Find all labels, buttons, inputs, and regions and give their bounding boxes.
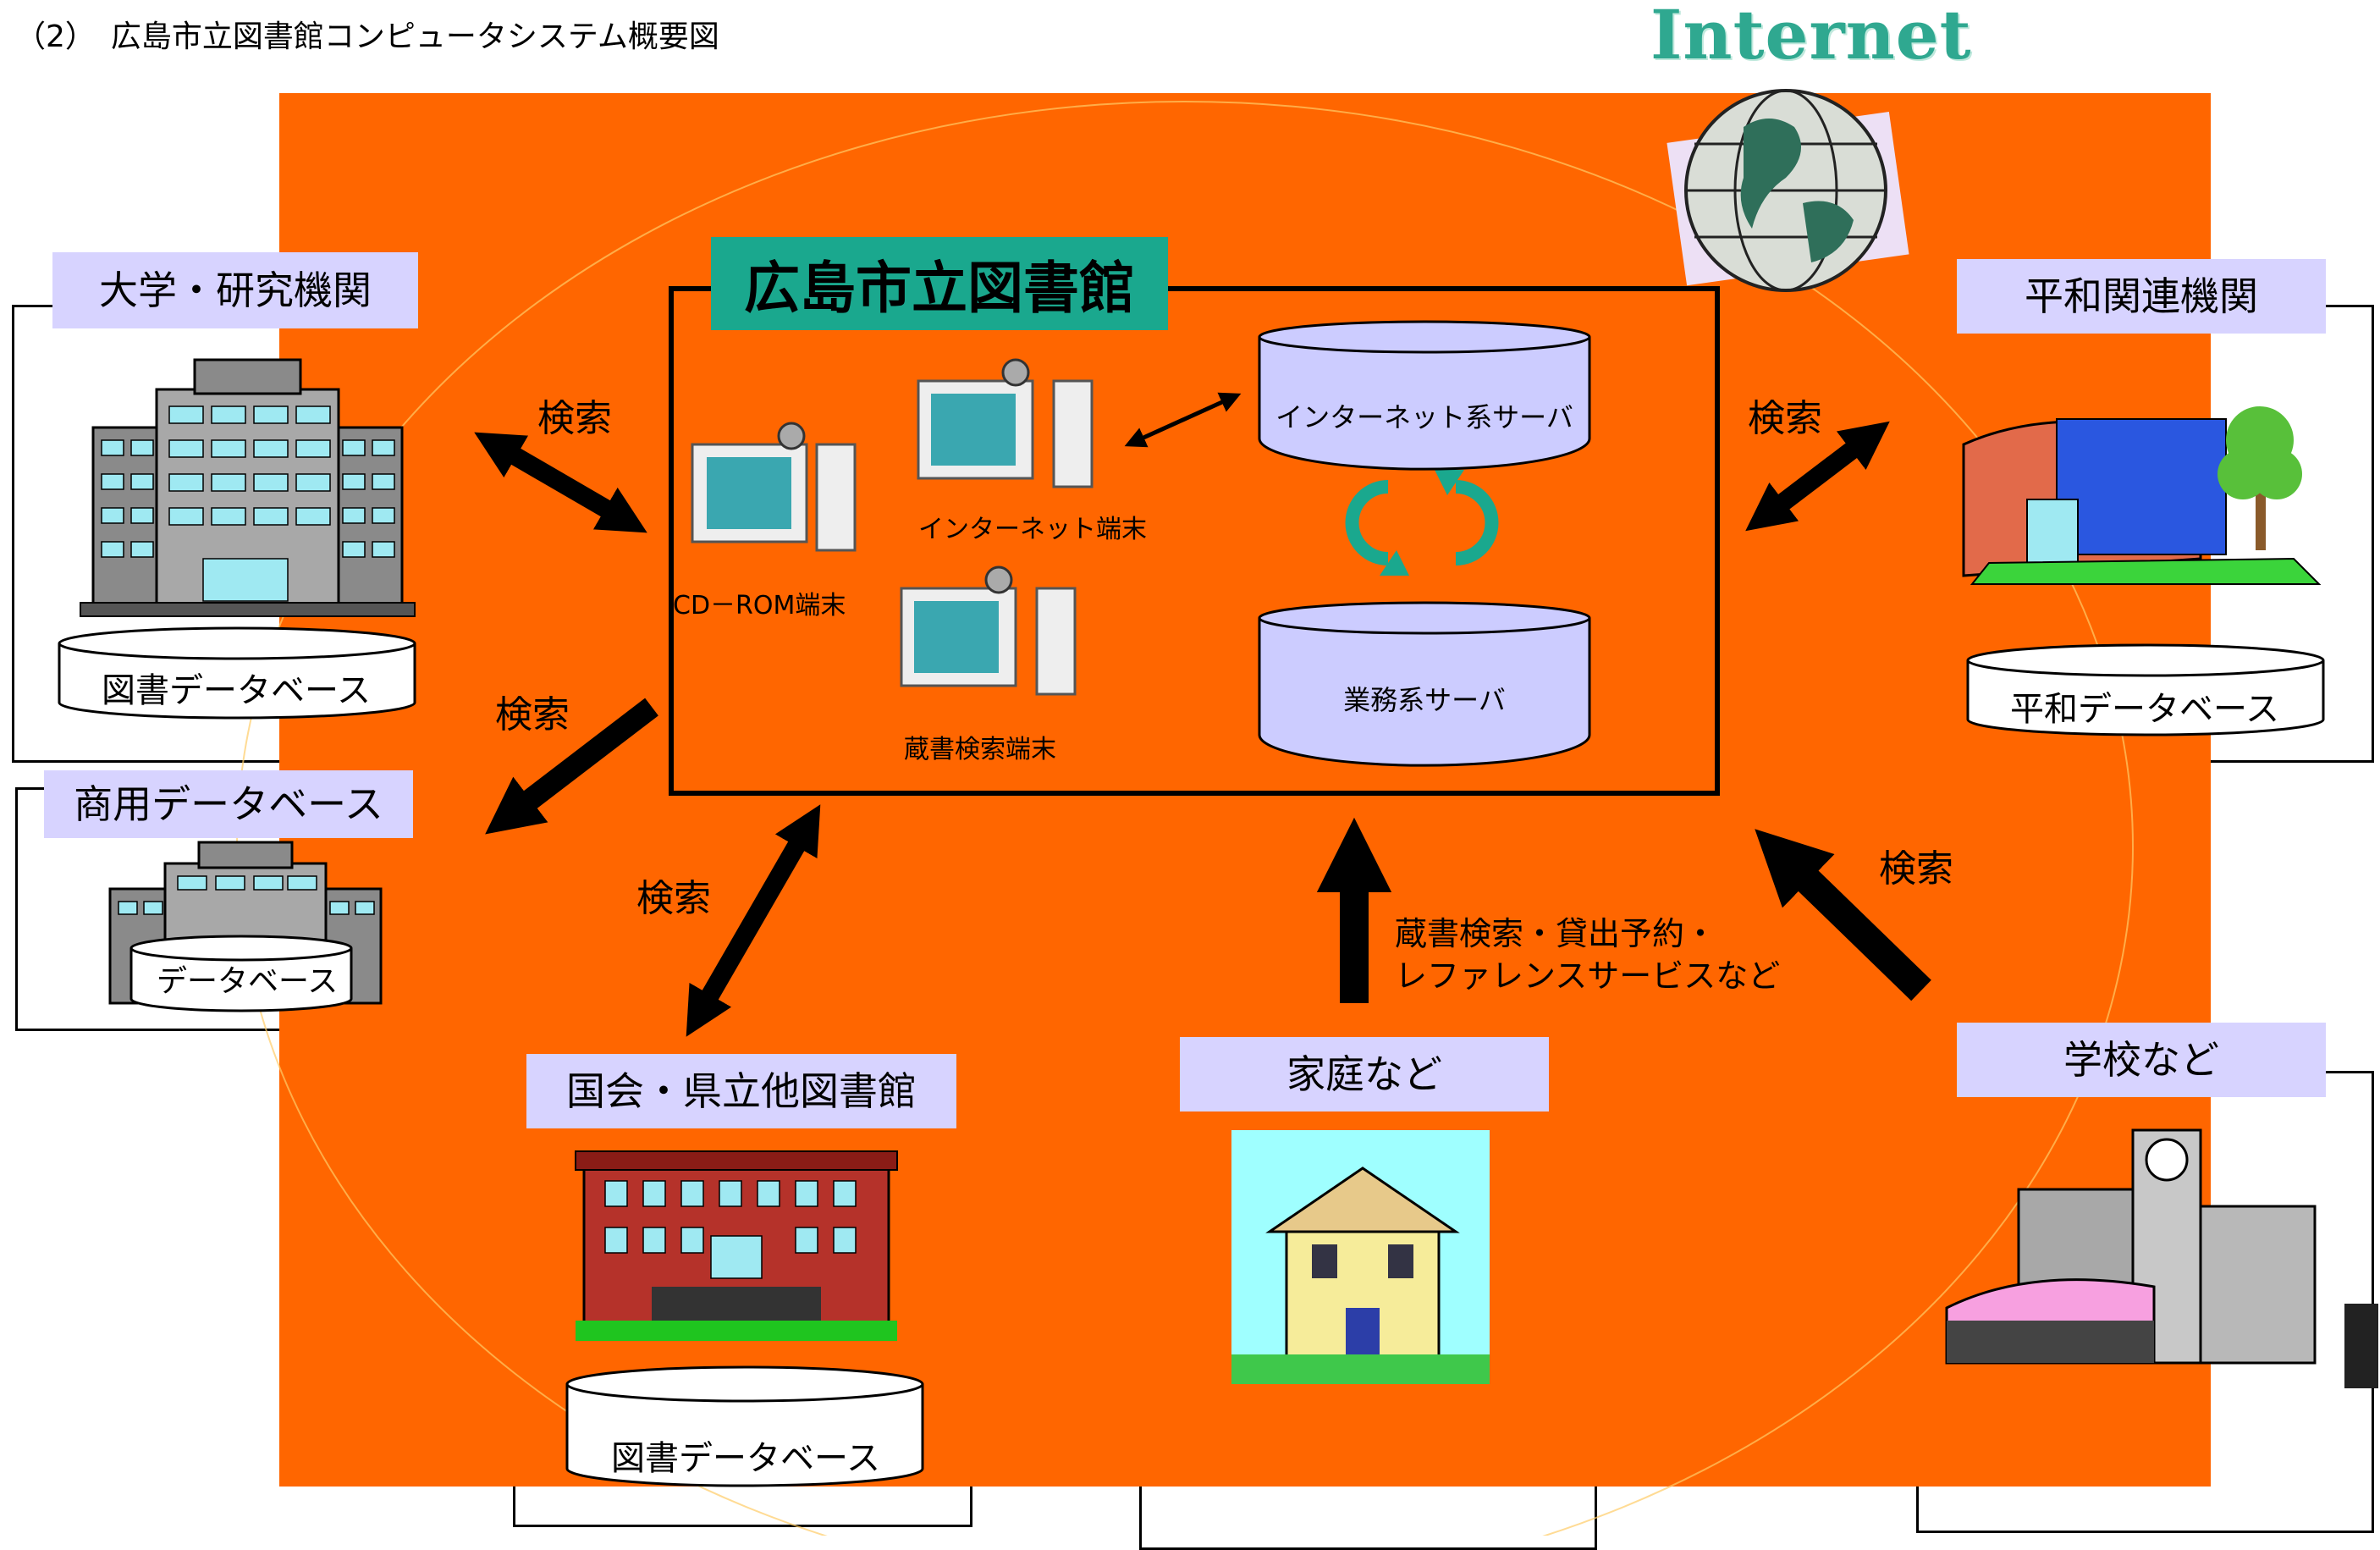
arrow-terminal-server [1124, 392, 1242, 448]
sync-icon [1345, 470, 1499, 576]
search-label-national: 検索 [636, 877, 711, 920]
house-icon [1231, 1130, 1490, 1384]
school-icon [1945, 1128, 2378, 1388]
national-title: 国会・県立他図書館 [526, 1054, 956, 1128]
library-box [669, 286, 1720, 796]
commercial-title: 商用データベース [44, 770, 413, 838]
arrow-national [686, 804, 821, 1037]
cdrom-terminal-icon [691, 422, 857, 552]
arrow-school [1755, 829, 1931, 1001]
national-db-label: 図書データベース [611, 1439, 880, 1478]
university-db-cylinder [58, 626, 416, 720]
internet-server-label: インターネット系サーバ [1275, 401, 1573, 433]
commercial-db-label: データベース [157, 964, 339, 999]
page-title: （2） 広島市立図書館コンピュータシステム概要図 [15, 19, 719, 54]
internet-server-cylinder [1258, 320, 1591, 471]
business-server-cylinder [1258, 601, 1591, 767]
internet-terminal-label: インターネット端末 [918, 515, 1147, 544]
home-services-line1: 蔵書検索・貸出予約・ [1395, 915, 1717, 952]
commercial-windows [118, 875, 375, 915]
national-windows [604, 1180, 857, 1279]
commercial-db-cylinder [129, 935, 353, 1012]
home-title: 家庭など [1180, 1037, 1549, 1111]
library-title: 広島市立図書館 [711, 237, 1168, 330]
search-label-peace: 検索 [1748, 397, 1822, 440]
arrow-university [474, 432, 647, 533]
peace-db-label: 平和データベース [2010, 690, 2279, 729]
business-server-label: 業務系サーバ [1343, 684, 1506, 716]
search-label-school: 検索 [1879, 847, 1953, 891]
university-db-label: 図書データベース [102, 671, 371, 710]
school-title: 学校など [1957, 1023, 2326, 1097]
opac-terminal-label: 蔵書検索端末 [904, 735, 1056, 764]
opac-terminal-icon [900, 565, 1077, 696]
university-windows [101, 405, 395, 602]
arrow-commercial [485, 698, 658, 835]
internet-terminal-icon [917, 358, 1094, 488]
home-services-line2: レファレンスサービスなど [1395, 957, 1781, 995]
globe-icon [1667, 89, 1909, 292]
search-label-commercial: 検索 [495, 693, 570, 736]
national-db-cylinder [565, 1365, 924, 1487]
arrow-peace [1745, 421, 1890, 532]
peace-building-icon [1962, 406, 2322, 585]
university-title: 大学・研究機関 [52, 252, 418, 328]
peace-title: 平和関連機関 [1957, 259, 2326, 334]
search-label-university: 検索 [537, 397, 612, 440]
peace-db-cylinder [1966, 643, 2325, 736]
internet-label: Internet [1650, 0, 1972, 74]
cdrom-terminal-label: CD－ROM端末 [673, 591, 846, 621]
